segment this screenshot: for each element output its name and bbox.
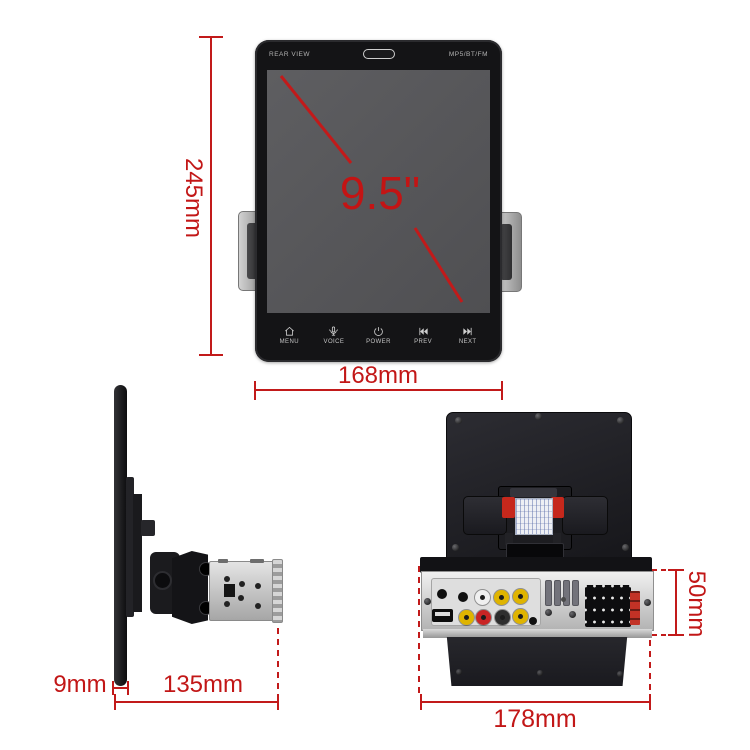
menu-label: MENU <box>279 339 299 345</box>
cage-hole <box>255 603 261 609</box>
vent-slot <box>572 580 579 606</box>
front-top-bezel: REAR VIEW MP5/BT/FM <box>269 49 488 59</box>
tray-screw <box>537 670 543 676</box>
aux-jack-2 <box>458 592 468 602</box>
ribbon-cable <box>515 498 553 535</box>
cage-hole <box>224 576 230 582</box>
menu-button: MENU <box>270 326 308 345</box>
rear-view-label: REAR VIEW <box>269 50 310 58</box>
thickness-dimension-label: 9mm <box>53 671 107 698</box>
back-screw <box>455 417 462 424</box>
previous-track-icon <box>418 327 428 336</box>
chassis-height-dimension-label: 50mm <box>683 570 710 638</box>
power-label: POWER <box>366 339 391 345</box>
chassis-top-edge <box>420 557 652 573</box>
cage-hole <box>238 595 244 601</box>
cage-square-hole <box>224 584 235 597</box>
power-button: POWER <box>359 326 397 345</box>
back-screw <box>622 544 629 551</box>
mount-wing-right <box>562 496 608 535</box>
panel-screw <box>545 609 552 616</box>
screen-size-label: 9.5" <box>339 167 421 219</box>
rca-jack-yellow <box>494 590 509 605</box>
cage-tab <box>218 559 228 563</box>
cage-hole <box>239 581 245 587</box>
cage-tab <box>250 559 264 563</box>
tray-screw <box>617 671 623 677</box>
rca-jack-yellow <box>513 609 528 624</box>
side-cage-rear-lip <box>272 559 283 623</box>
back-screw <box>535 413 542 420</box>
vent-slot <box>554 580 561 606</box>
dimension-50mm-line <box>652 569 684 636</box>
rca-jack-white <box>475 590 490 605</box>
mp5-bt-fm-label: MP5/BT/FM <box>448 50 488 58</box>
vent-dot <box>561 597 566 602</box>
side-bracket-plate-2 <box>133 494 142 612</box>
red-clip-left <box>502 497 515 518</box>
back-screw <box>452 544 459 551</box>
home-icon <box>284 326 294 336</box>
vent-slot <box>563 580 570 606</box>
antenna-jack <box>529 617 537 625</box>
voice-label: VOICE <box>323 339 345 345</box>
side-view-screen-panel <box>114 385 127 686</box>
prev-button: PREV <box>404 326 442 345</box>
mount-foot-right <box>553 533 561 545</box>
iso-red-connector <box>630 591 640 625</box>
power-icon <box>374 327 383 336</box>
side-bracket-plate <box>126 477 134 617</box>
red-clip-right <box>551 497 564 518</box>
depth-dimension-label: 135mm <box>162 671 244 698</box>
next-button: NEXT <box>449 326 487 345</box>
chassis-width-dimension-label: 178mm <box>493 705 577 733</box>
height-dimension-label: 245mm <box>180 157 207 239</box>
speaker-slot <box>363 49 396 59</box>
tray-screw <box>456 669 462 675</box>
mount-wing-left <box>463 496 507 535</box>
side-hinge <box>153 571 172 590</box>
rca-jack-black <box>495 610 510 625</box>
side-bracket-notch <box>141 520 155 536</box>
aux-jack <box>437 589 447 599</box>
voice-button: VOICE <box>315 326 353 345</box>
width-dimension-label: 168mm <box>337 362 419 389</box>
vent-slot <box>545 580 552 606</box>
back-screw <box>617 417 624 424</box>
cage-hole <box>224 601 230 607</box>
cage-hole <box>255 583 261 589</box>
rca-jack-red <box>476 610 491 625</box>
front-button-row: MENU VOICE POWER PREV NEXT <box>267 326 490 356</box>
chassis-bottom-lip <box>423 629 652 638</box>
usb-port-tongue <box>435 612 450 616</box>
side-mounting-cage <box>209 559 275 621</box>
back-mount-top-bar <box>510 488 557 497</box>
mount-ear-right-slot <box>500 224 512 280</box>
rca-jack-yellow <box>513 589 528 604</box>
prev-label: PREV <box>414 339 433 345</box>
rca-jack-yellow <box>459 610 474 625</box>
panel-edge-screw-left <box>424 598 431 605</box>
panel-edge-screw-right <box>644 599 651 606</box>
next-label: NEXT <box>458 339 477 345</box>
panel-screw <box>569 611 576 618</box>
iso-harness-connector <box>585 585 631 627</box>
mount-foot-left <box>505 533 513 545</box>
microphone-icon <box>329 326 339 336</box>
bottom-face-panel <box>446 637 628 686</box>
next-track-icon <box>463 327 472 336</box>
